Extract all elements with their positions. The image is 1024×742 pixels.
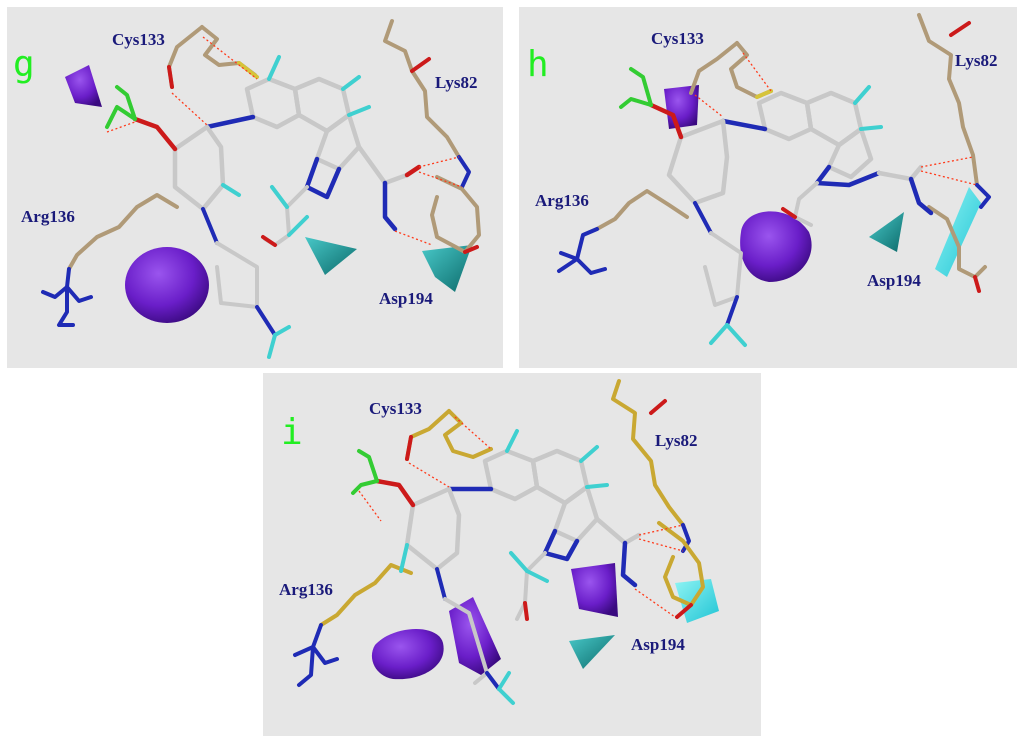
residue-label-arg136: Arg136 bbox=[279, 580, 333, 599]
cys133-chain bbox=[729, 41, 773, 99]
contour-purple-small bbox=[664, 85, 699, 129]
hbond-6 bbox=[394, 230, 433, 246]
ligand-ring-aniline bbox=[172, 124, 226, 212]
ligand-ring-pyrazole bbox=[314, 112, 362, 172]
contour-purple-large bbox=[740, 211, 812, 282]
panel-h: h Cys133 Lys82 Arg136 Asp194 bbox=[519, 7, 1017, 368]
residue-label-asp194: Asp194 bbox=[379, 289, 433, 308]
panel-label: h bbox=[527, 44, 549, 85]
ligand-ring-pyrimidine bbox=[482, 448, 540, 502]
arg136-chain bbox=[67, 193, 179, 271]
hbond-4 bbox=[638, 524, 684, 536]
ligand-ring-pyrazole bbox=[826, 126, 874, 180]
ligand-ring-pyrimidine bbox=[756, 90, 814, 142]
residue-label-cys133: Cys133 bbox=[369, 399, 422, 418]
asp194-chain bbox=[927, 205, 987, 279]
arg136-chain bbox=[595, 189, 689, 231]
hbond-2 bbox=[408, 462, 450, 488]
residue-label-asp194: Asp194 bbox=[631, 635, 685, 654]
panel-label: g bbox=[13, 44, 35, 85]
contour-cyan-1 bbox=[569, 635, 615, 669]
lys82-chain bbox=[383, 19, 461, 159]
residue-label-lys82: Lys82 bbox=[955, 51, 998, 70]
contour-cyan-2 bbox=[422, 245, 472, 292]
panel-g: g Cys133 Lys82 Arg136 Asp194 bbox=[7, 7, 503, 368]
ligand-ring-aniline bbox=[404, 486, 462, 572]
lys82-chain bbox=[917, 13, 979, 187]
hbond-1 bbox=[742, 52, 772, 92]
asp194-chain bbox=[657, 521, 705, 607]
contour-cyan-2 bbox=[675, 579, 719, 623]
ligand-ring-pyrazole bbox=[552, 484, 600, 544]
residue-label-arg136: Arg136 bbox=[535, 191, 589, 210]
hbond-5 bbox=[638, 538, 684, 552]
panel-i: i Cys133 Lys82 Arg136 Asp194 bbox=[263, 373, 761, 736]
hbond-2 bbox=[694, 94, 724, 118]
hbond-3 bbox=[920, 156, 974, 168]
lys82-chain bbox=[611, 379, 685, 527]
ligand-ring-pyrimidine bbox=[244, 76, 302, 130]
residue-label-arg136: Arg136 bbox=[21, 207, 75, 226]
contour-purple-left bbox=[371, 628, 444, 680]
contour-cyan-1 bbox=[305, 237, 357, 275]
residue-label-cys133: Cys133 bbox=[651, 29, 704, 48]
contour-purple-large bbox=[125, 247, 209, 323]
residue-label-lys82: Lys82 bbox=[655, 431, 698, 450]
contour-cyan-1 bbox=[869, 212, 904, 252]
residue-label-cys133: Cys133 bbox=[112, 30, 165, 49]
panel-label: i bbox=[281, 412, 303, 453]
contour-purple-small bbox=[65, 65, 102, 107]
molecule-scene-h bbox=[557, 13, 991, 347]
hbond-6 bbox=[634, 588, 676, 618]
molecule-scene-i bbox=[293, 379, 719, 705]
residue-label-asp194: Asp194 bbox=[867, 271, 921, 290]
molecule-scene-g bbox=[41, 19, 481, 359]
hbond-3 bbox=[106, 121, 136, 133]
arg136-chain bbox=[319, 563, 413, 627]
hbond-4 bbox=[920, 170, 978, 186]
asp194-chain bbox=[430, 175, 481, 254]
hbond-4 bbox=[418, 156, 460, 168]
hbond-5 bbox=[418, 171, 463, 188]
contour-cyan-2 bbox=[935, 187, 981, 277]
contour-purple-right bbox=[571, 563, 618, 617]
residue-label-lys82: Lys82 bbox=[435, 73, 478, 92]
cys133-chain bbox=[443, 409, 493, 459]
hbond-2 bbox=[171, 92, 208, 126]
hbond-1 bbox=[454, 416, 492, 450]
hbond-3 bbox=[358, 490, 382, 522]
